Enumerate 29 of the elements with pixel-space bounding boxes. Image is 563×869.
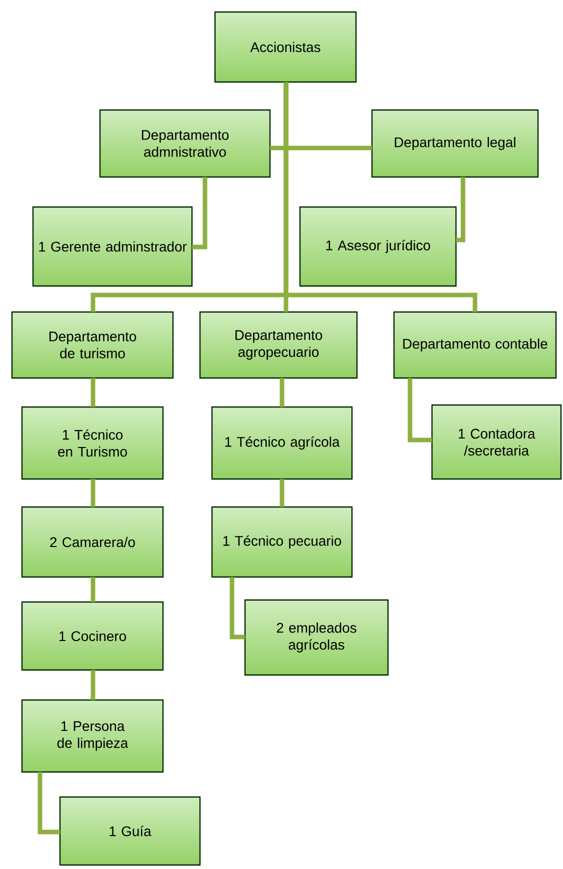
connector-line — [38, 772, 60, 834]
connector-line — [280, 378, 284, 407]
connector-line — [90, 670, 96, 700]
org-box: 1 Gerente adminstrador — [32, 206, 193, 287]
org-box: Departamento admnistrativo — [99, 109, 271, 178]
org-box: 1 Técnico en Turismo — [21, 406, 164, 480]
org-box: 1 Guía — [59, 796, 201, 866]
org-box: 1 Cocinero — [21, 601, 164, 671]
connector-line — [90, 378, 96, 407]
connector-line — [90, 479, 96, 507]
connector-line — [456, 177, 466, 242]
org-box: 2 Camarera/o — [21, 506, 164, 578]
org-box: 1 Persona de limpieza — [21, 699, 164, 773]
org-box: 1 Técnico agrícola — [211, 406, 353, 480]
org-box: Accionistas — [214, 11, 357, 83]
org-box: 1 Técnico pecuario — [211, 506, 353, 578]
connector-line — [408, 378, 432, 442]
org-box: Departamento legal — [371, 109, 539, 178]
connector-line — [280, 479, 284, 507]
connector-line — [284, 82, 478, 312]
org-box: 2 empleados agrícolas — [244, 599, 389, 676]
org-box: 1 Asesor jurídico — [299, 206, 457, 287]
connector-line — [230, 577, 245, 640]
connector-line — [192, 177, 208, 250]
org-box: Departamento contable — [393, 311, 557, 379]
org-box: 1 Contadora /secretaria — [431, 404, 562, 480]
org-box: Departamento de turismo — [11, 311, 174, 379]
connector-line — [90, 577, 96, 602]
org-box: Departamento agropecuario — [199, 311, 358, 379]
